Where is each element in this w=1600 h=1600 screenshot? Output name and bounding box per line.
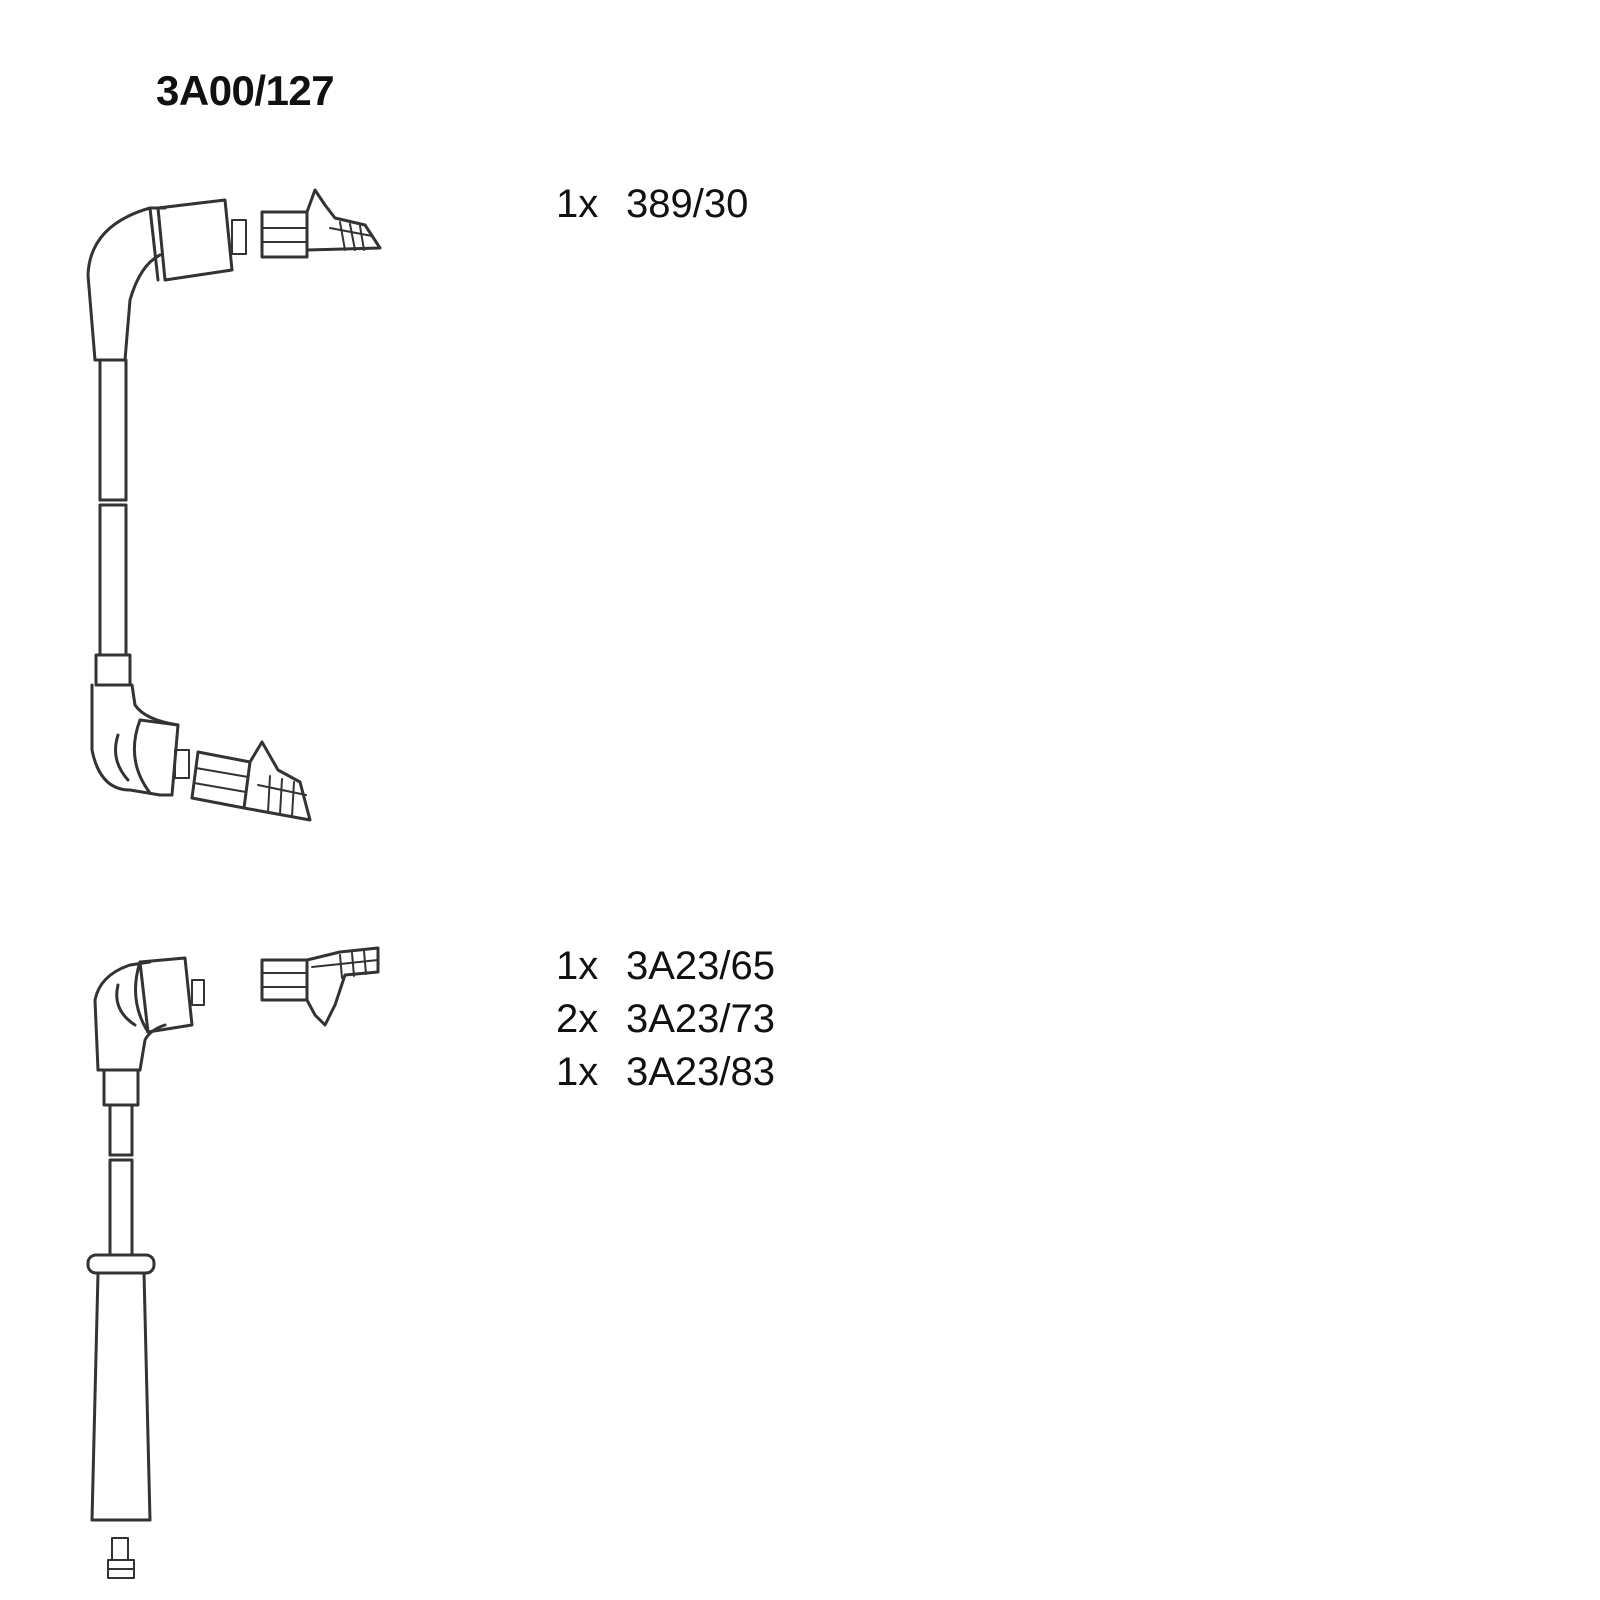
angled-boot: [93, 956, 205, 1072]
lead-ref: 3A23/73: [626, 997, 776, 1041]
lead-qty: 1x: [556, 1050, 599, 1094]
terminal-nut: [107, 1537, 135, 1579]
lead-ref: 389/30: [626, 182, 749, 226]
lead-cable-1: [94, 358, 132, 687]
lead-qty: 1x: [556, 182, 599, 226]
lead-list-item: 1x 3A23/83: [556, 1052, 775, 1092]
kit-part-number: 3A00/127: [156, 67, 335, 114]
angled-boot-lower: [90, 683, 190, 797]
straight-boot: [86, 1253, 156, 1522]
lead-list-item: 2x 3A23/73: [556, 999, 775, 1039]
lead-list-item: 1x 3A23/65: [556, 946, 775, 986]
lead-list-item: 1x 389/30: [556, 184, 748, 224]
lead-qty: 1x: [556, 944, 599, 988]
lead-ref: 3A23/65: [626, 944, 776, 988]
terminal-clip: [260, 946, 380, 1027]
ignition-lead-2: [86, 946, 380, 1579]
lead-qty: 2x: [556, 997, 599, 1041]
lead-ref: 3A23/83: [626, 1050, 776, 1094]
angled-boot-upper: [86, 198, 247, 362]
terminal-clip-upper: [260, 188, 382, 259]
ignition-lead-1: [86, 188, 382, 822]
terminal-clip-lower: [190, 740, 312, 822]
lead-cable-2: [102, 1068, 140, 1257]
